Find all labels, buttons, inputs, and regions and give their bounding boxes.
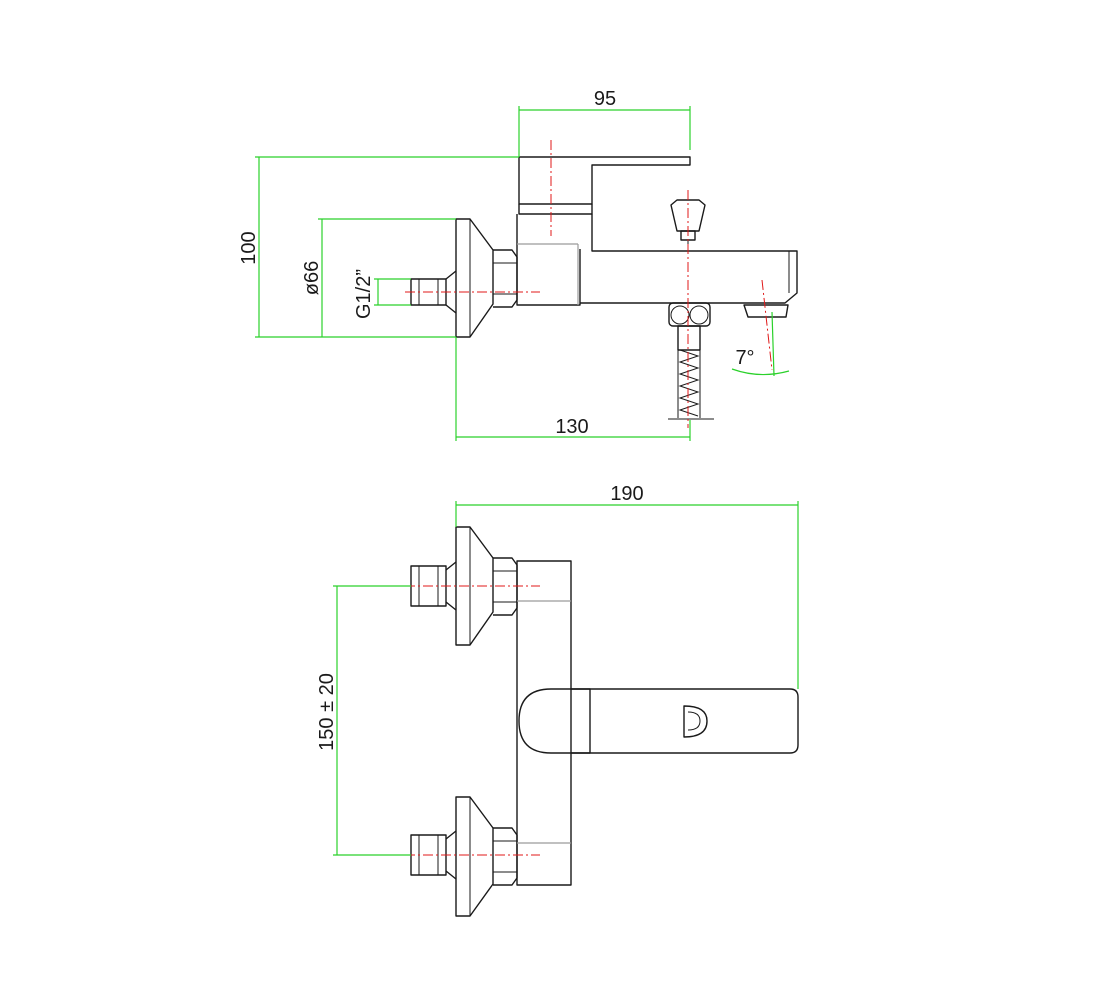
top-lower-flange xyxy=(455,796,494,917)
top-spout xyxy=(571,688,799,754)
dim-150-label: 150 ± 20 xyxy=(316,673,338,751)
dim-66: ø66 xyxy=(301,218,456,337)
side-hex-nut xyxy=(493,249,518,308)
dim-angle: 7° xyxy=(731,311,790,377)
side-mixer-body xyxy=(516,214,581,306)
side-shower-hose xyxy=(678,349,700,417)
top-lever-handle xyxy=(518,688,591,754)
dim-66-label: ø66 xyxy=(301,261,323,295)
dim-130: 130 xyxy=(455,337,691,441)
side-diverter-knob xyxy=(670,199,706,232)
top-lower-hex-nut xyxy=(493,827,518,886)
dim-100-label: 100 xyxy=(238,231,260,264)
side-spout xyxy=(580,214,798,304)
side-centerline-spout xyxy=(761,279,773,371)
dim-95-label: 95 xyxy=(594,88,616,110)
dim-190: 190 xyxy=(455,483,799,689)
side-wall-flange xyxy=(455,218,494,338)
dim-thread: G1/2” xyxy=(353,269,411,319)
side-lever-handle xyxy=(518,156,691,205)
dim-angle-label: 7° xyxy=(735,347,754,369)
dim-thread-label: G1/2” xyxy=(353,269,375,319)
side-view: 95 100 ø66 G1/2” 130 7° xyxy=(238,88,798,441)
dim-190-label: 190 xyxy=(610,483,643,505)
side-cartridge xyxy=(518,204,593,215)
dim-100: 100 xyxy=(238,156,519,338)
top-diverter-knob xyxy=(683,705,708,738)
top-view: 190 150 ± 20 xyxy=(316,483,799,917)
dim-150: 150 ± 20 xyxy=(316,585,411,856)
side-aerator xyxy=(743,304,789,318)
top-mixer-body xyxy=(516,560,572,886)
dim-95: 95 xyxy=(518,88,691,157)
dim-130-label: 130 xyxy=(555,416,588,438)
